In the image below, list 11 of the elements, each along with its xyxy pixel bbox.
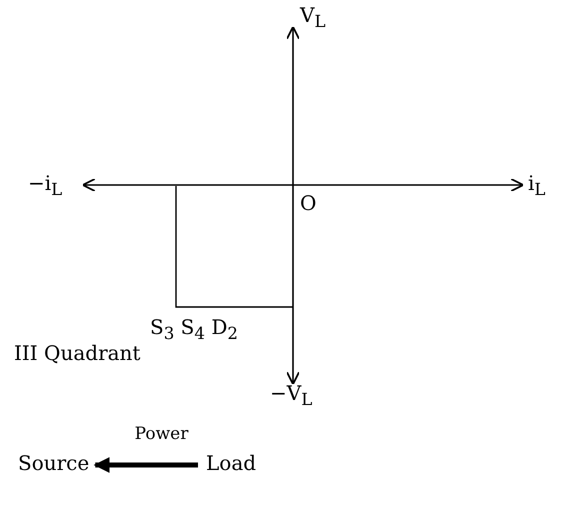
axis-label: −i$_{L}$ [28,172,62,200]
node-label: Source [18,452,90,474]
origin-label: O [300,192,316,214]
node-label: Load [206,452,256,474]
axis-label: i$_{L}$ [528,172,546,200]
power-flow-arrow [94,457,198,473]
quadrant-label: III Quadrant [14,342,140,364]
axis-label: −V$_{L}$ [270,382,312,410]
switch-labels: S$_{3}$ S$_{4}$ D$_{2}$ [150,316,238,344]
edge-label: Power [134,425,188,444]
axis-label: V$_{L}$ [300,4,326,32]
